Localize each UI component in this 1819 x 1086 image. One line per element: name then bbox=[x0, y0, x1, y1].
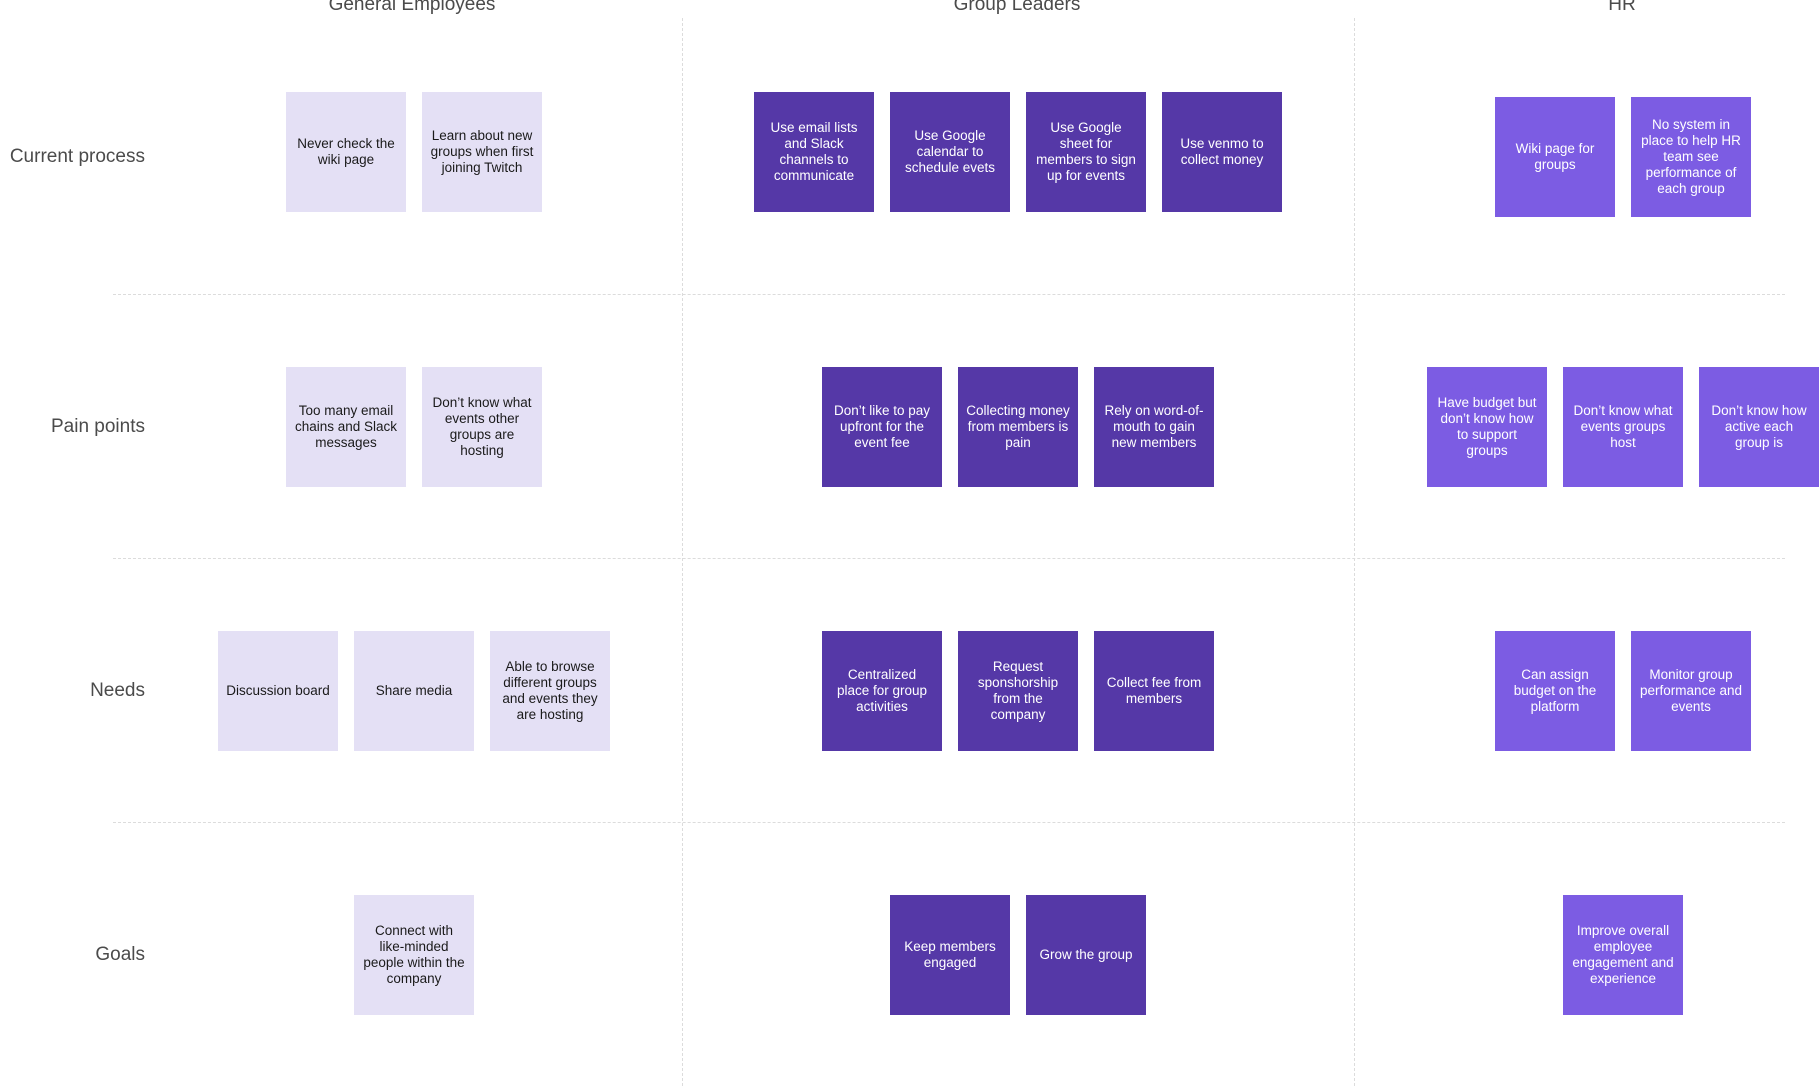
sticky-note[interactable]: Able to browse different groups and even… bbox=[490, 631, 610, 751]
sticky-note[interactable]: Use Google sheet for members to sign up … bbox=[1026, 92, 1146, 212]
sticky-note[interactable]: Don’t know how active each group is bbox=[1699, 367, 1819, 487]
sticky-note[interactable]: Too many email chains and Slack messages bbox=[286, 367, 406, 487]
row-label-goals: Goals bbox=[95, 944, 145, 965]
sticky-note[interactable]: Use email lists and Slack channels to co… bbox=[754, 92, 874, 212]
row-label-current-process: Current process bbox=[9, 146, 145, 167]
sticky-note[interactable]: Collect fee from members bbox=[1094, 631, 1214, 751]
sticky-note[interactable]: Keep members engaged bbox=[890, 895, 1010, 1015]
sticky-note[interactable]: Connect with like-minded people within t… bbox=[354, 895, 474, 1015]
column-header-group-leaders: Group Leaders bbox=[953, 0, 1081, 15]
sticky-note[interactable]: Centralized place for group activities bbox=[822, 631, 942, 751]
sticky-note[interactable]: Can assign budget on the platform bbox=[1495, 631, 1615, 751]
sticky-note[interactable]: Don’t know what events other groups are … bbox=[422, 367, 542, 487]
sticky-note[interactable]: Use Google calendar to schedule evets bbox=[890, 92, 1010, 212]
row-divider bbox=[113, 822, 1785, 823]
column-divider bbox=[1354, 18, 1355, 1086]
sticky-note[interactable]: Monitor group performance and events bbox=[1631, 631, 1751, 751]
column-divider bbox=[682, 18, 683, 1086]
sticky-note[interactable]: Request sponshorship from the company bbox=[958, 631, 1078, 751]
column-header-hr: HR bbox=[1608, 0, 1636, 15]
sticky-note[interactable]: Have budget but don’t know how to suppor… bbox=[1427, 367, 1547, 487]
row-label-needs: Needs bbox=[90, 680, 145, 701]
sticky-note[interactable]: Improve overall employee engagement and … bbox=[1563, 895, 1683, 1015]
sticky-note[interactable]: Learn about new groups when first joinin… bbox=[422, 92, 542, 212]
sticky-note[interactable]: Use venmo to collect money bbox=[1162, 92, 1282, 212]
sticky-note[interactable]: No system in place to help HR team see p… bbox=[1631, 97, 1751, 217]
sticky-note[interactable]: Never check the wiki page bbox=[286, 92, 406, 212]
sticky-note[interactable]: Grow the group bbox=[1026, 895, 1146, 1015]
sticky-note[interactable]: Discussion board bbox=[218, 631, 338, 751]
row-divider bbox=[113, 558, 1785, 559]
sticky-note[interactable]: Don’t like to pay upfront for the event … bbox=[822, 367, 942, 487]
sticky-note[interactable]: Rely on word-of-mouth to gain new member… bbox=[1094, 367, 1214, 487]
row-divider bbox=[113, 294, 1785, 295]
row-label-pain-points: Pain points bbox=[50, 416, 145, 437]
sticky-note[interactable]: Share media bbox=[354, 631, 474, 751]
column-header-general-employees: General Employees bbox=[328, 0, 496, 15]
sticky-note[interactable]: Don’t know what events groups host bbox=[1563, 367, 1683, 487]
sticky-note[interactable]: Collecting money from members is pain bbox=[958, 367, 1078, 487]
sticky-note[interactable]: Wiki page for groups bbox=[1495, 97, 1615, 217]
